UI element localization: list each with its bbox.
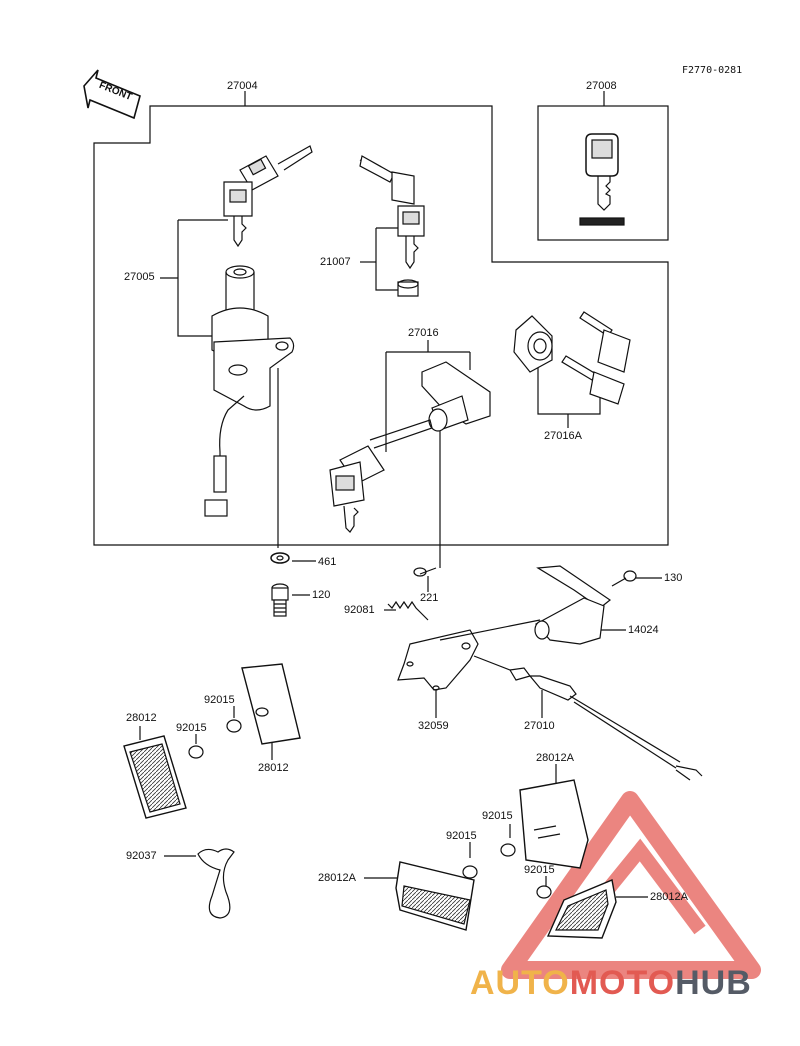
watermark-text: AUTOMOTOHUB	[470, 964, 752, 1002]
bracket-32059	[397, 629, 479, 691]
nut-92015-d	[462, 865, 478, 879]
label-28012A-left: 28012A	[318, 872, 356, 884]
clip-92037	[197, 848, 235, 919]
label-27010: 27010	[524, 720, 555, 732]
label-27016A: 27016A	[544, 430, 582, 442]
reflector-28012-left	[123, 735, 187, 819]
watermark-part-auto: AUTO	[470, 964, 570, 1002]
screw-130	[611, 570, 637, 587]
washer-461	[270, 552, 290, 564]
reflector-28012A-left	[395, 861, 475, 931]
label-461: 461	[318, 556, 337, 568]
reflector-28012A-top	[519, 779, 589, 869]
nut-92015-e	[536, 885, 552, 899]
figure-code: F2770-0281	[682, 65, 743, 76]
nut-92015-b	[188, 745, 204, 759]
label-32059: 32059	[418, 720, 449, 732]
label-27016: 27016	[408, 327, 439, 339]
label-130: 130	[664, 572, 683, 584]
front-arrow-icon	[83, 69, 141, 120]
spring-92081	[387, 600, 429, 621]
label-92015-b: 92015	[176, 722, 207, 734]
label-28012A-right: 28012A	[650, 891, 688, 903]
label-27004: 27004	[227, 80, 258, 92]
label-28012-mid: 28012	[258, 762, 289, 774]
keys-21007	[359, 155, 425, 297]
nut-92015-c	[500, 843, 516, 857]
label-92015-d: 92015	[446, 830, 477, 842]
label-92081: 92081	[344, 604, 375, 616]
keys-27005	[223, 145, 313, 248]
label-92015-e: 92015	[524, 864, 555, 876]
key-27008	[579, 133, 625, 226]
nut-92015-a	[226, 719, 242, 733]
lock-27016	[329, 361, 491, 533]
assembly-outline-27004	[93, 105, 669, 546]
label-92015-c: 92015	[482, 810, 513, 822]
box-27008	[537, 105, 669, 241]
label-21007: 21007	[320, 256, 351, 268]
bolt-120	[271, 583, 289, 617]
screw-221	[413, 567, 437, 577]
label-92037: 92037	[126, 850, 157, 862]
ignition-switch-27005	[204, 265, 295, 517]
label-27008: 27008	[586, 80, 617, 92]
reflector-28012A-right	[546, 879, 617, 939]
watermark-part-hub: HUB	[675, 964, 752, 1002]
reflector-28012-mid	[241, 663, 301, 745]
watermark-part-moto: MOTO	[569, 964, 676, 1002]
cable-27010	[439, 619, 703, 781]
label-14024: 14024	[628, 624, 659, 636]
label-28012A-top: 28012A	[536, 752, 574, 764]
label-221: 221	[420, 592, 439, 604]
label-27005: 27005	[124, 271, 155, 283]
label-28012-left: 28012	[126, 712, 157, 724]
label-92015-a: 92015	[204, 694, 235, 706]
lock-27016A	[513, 311, 631, 405]
cover-14024	[534, 565, 612, 645]
label-120: 120	[312, 589, 331, 601]
